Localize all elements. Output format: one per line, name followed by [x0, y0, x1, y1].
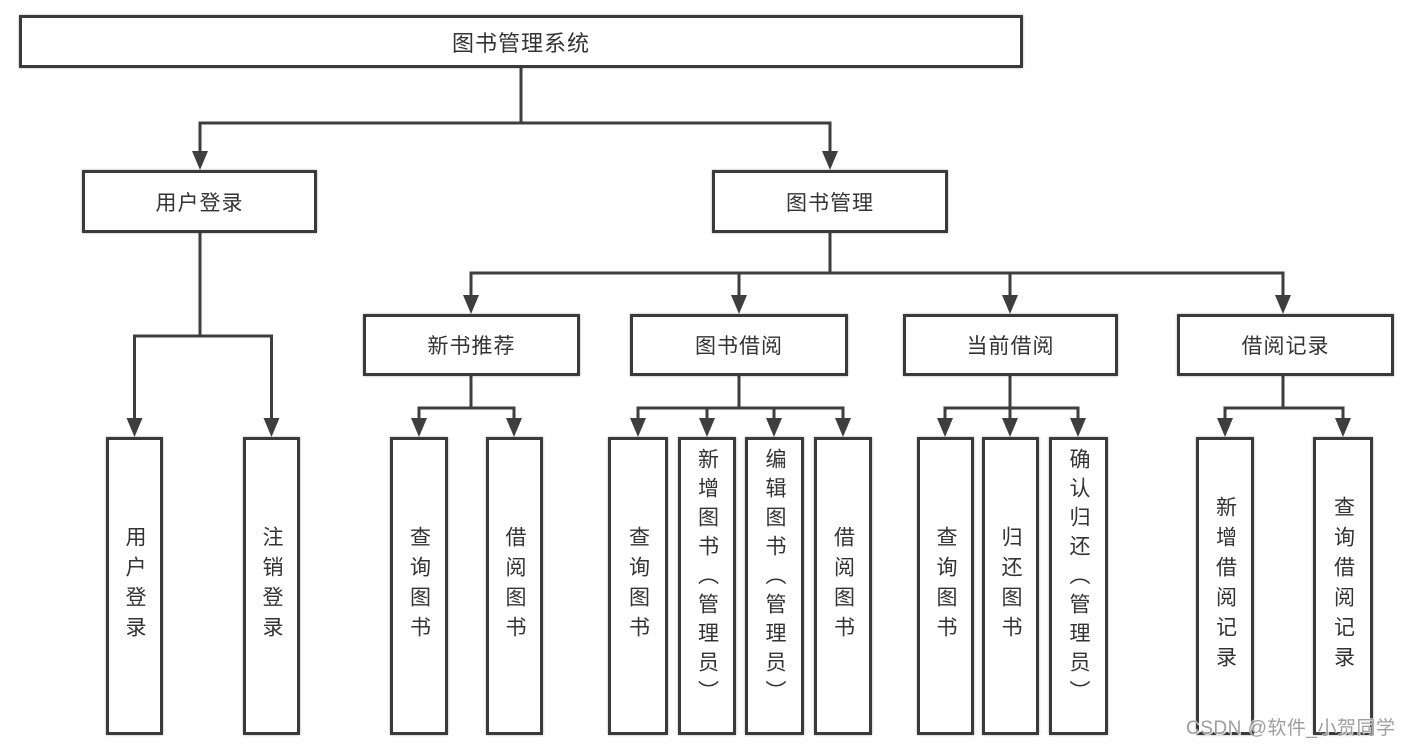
leaf-query-borrow-record: 查询借阅记录 [1313, 437, 1373, 735]
node-book-management-label: 图书管理 [786, 191, 874, 215]
node-library-system: 图书管理系统 [19, 15, 1023, 68]
leaf-borrow-books-2: 借阅图书 [814, 437, 872, 735]
leaf-add-borrow-record-label: 新增借阅记录 [1213, 496, 1237, 676]
node-current-borrow-label: 当前借阅 [966, 335, 1055, 358]
leaf-query-books-1: 查询图书 [390, 437, 448, 735]
csdn-watermark: CSDN @软件_小贺同学 [1186, 718, 1396, 739]
leaf-borrow-books-1-label: 借阅图书 [503, 526, 526, 646]
leaf-query-books-3: 查询图书 [917, 437, 974, 735]
leaf-query-books-3-label: 查询图书 [934, 526, 957, 646]
node-library-system-label: 图书管理系统 [451, 30, 590, 56]
node-user-login-branch: 用户登录 [82, 170, 317, 233]
node-book-borrow-label: 图书借阅 [695, 335, 783, 358]
leaf-query-books-2: 查询图书 [608, 437, 668, 735]
leaf-edit-book-admin-label: 编辑图书（管理员） [763, 448, 786, 709]
leaf-user-login-label: 用户登录 [123, 526, 146, 646]
leaf-return-book: 归还图书 [982, 437, 1039, 735]
leaf-return-book-label: 归还图书 [999, 526, 1022, 646]
leaf-query-books-2-label: 查询图书 [626, 526, 650, 646]
node-book-management: 图书管理 [712, 170, 948, 233]
leaf-logout: 注销登录 [243, 437, 300, 735]
leaf-borrow-books-1: 借阅图书 [486, 437, 543, 735]
arrowheads [126, 151, 1351, 437]
leaf-query-books-1-label: 查询图书 [407, 526, 431, 646]
node-user-login-branch-label: 用户登录 [155, 191, 244, 215]
leaf-confirm-return-admin-label: 确认归还（管理员） [1067, 448, 1090, 709]
node-borrow-records-label: 借阅记录 [1241, 335, 1330, 358]
leaf-add-book-admin: 新增图书（管理员） [678, 437, 736, 735]
leaf-query-borrow-record-label: 查询借阅记录 [1331, 496, 1355, 676]
leaf-logout-label: 注销登录 [260, 526, 283, 646]
leaf-user-login: 用户登录 [106, 437, 163, 735]
leaf-add-book-admin-label: 新增图书（管理员） [695, 448, 719, 709]
node-borrow-records: 借阅记录 [1177, 314, 1394, 376]
leaf-confirm-return-admin: 确认归还（管理员） [1049, 437, 1108, 735]
node-book-borrow: 图书借阅 [630, 314, 848, 376]
node-current-borrow: 当前借阅 [903, 314, 1118, 376]
node-new-book-recommend-label: 新书推荐 [427, 335, 516, 358]
leaf-borrow-books-2-label: 借阅图书 [831, 526, 855, 646]
node-new-book-recommend: 新书推荐 [363, 314, 580, 376]
leaf-edit-book-admin: 编辑图书（管理员） [745, 437, 804, 735]
leaf-add-borrow-record: 新增借阅记录 [1196, 437, 1254, 735]
